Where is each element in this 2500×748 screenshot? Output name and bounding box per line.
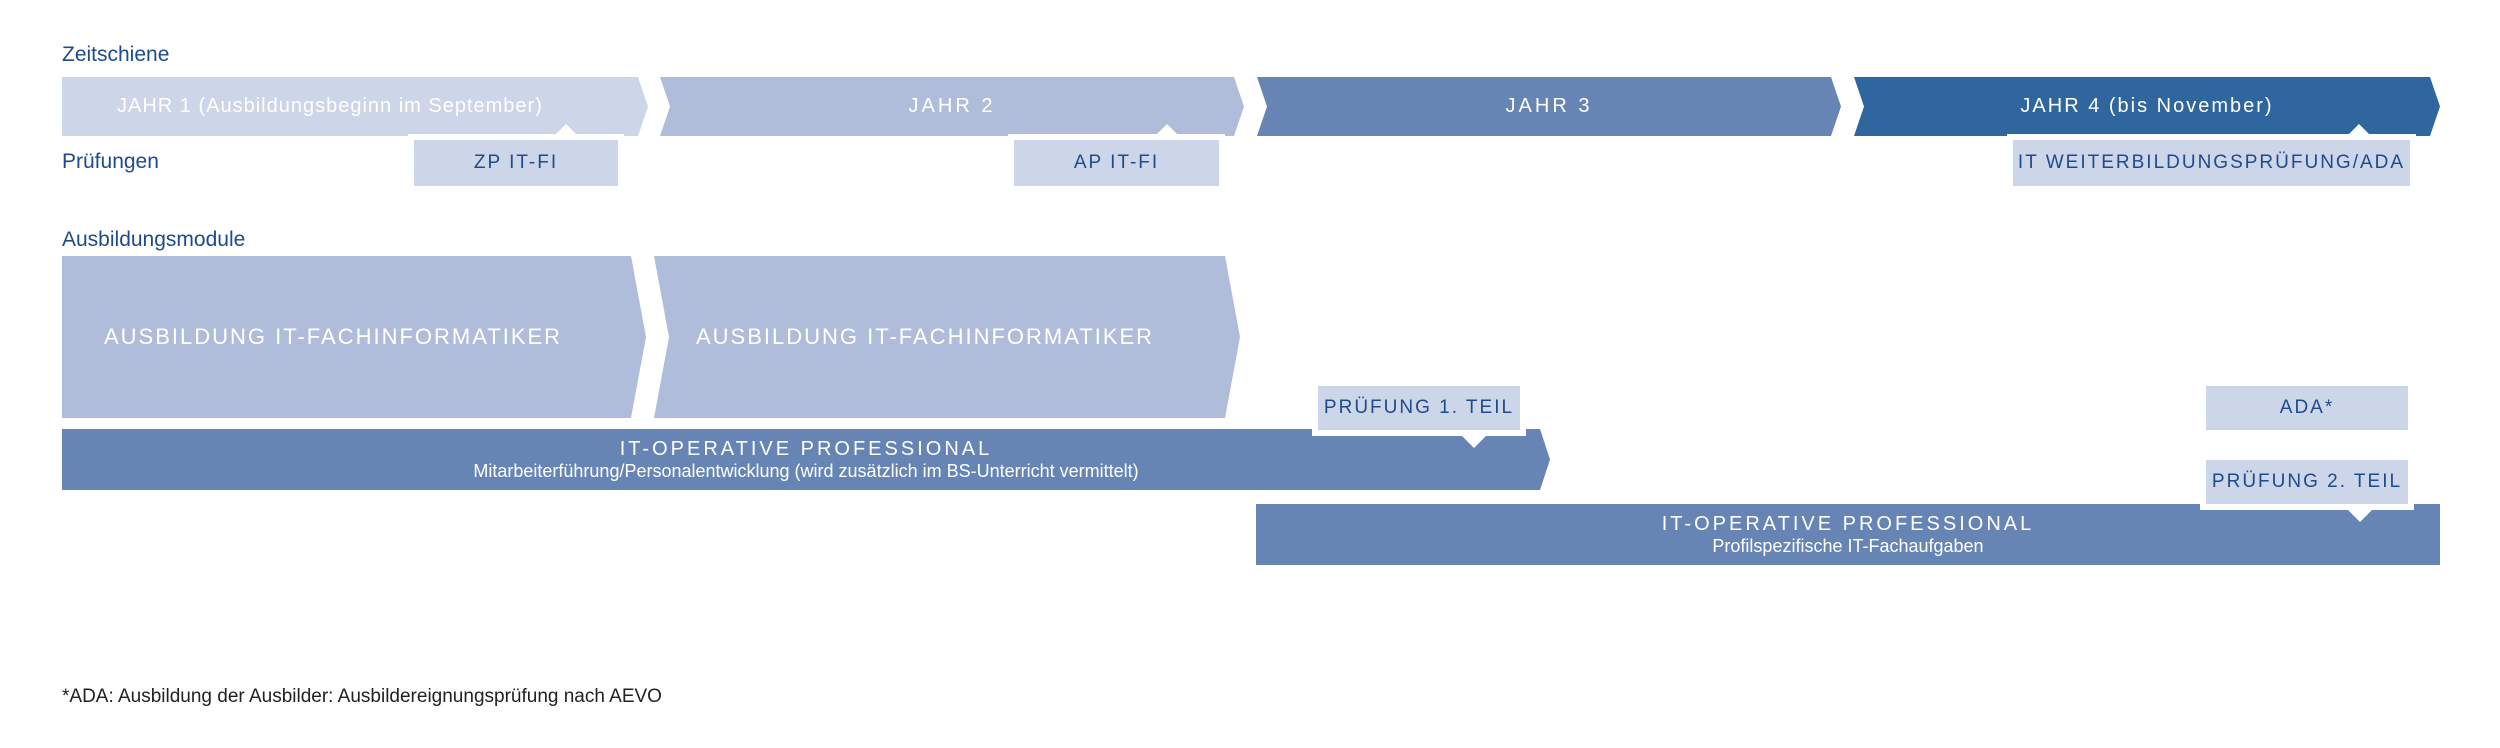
module-it-fachinformatiker-1: AUSBILDUNG IT-FACHINFORMATIKER (62, 256, 646, 418)
operative-title: IT-OPERATIVE PROFESSIONAL (619, 437, 993, 460)
milestone-label: ADA* (2279, 397, 2335, 418)
milestone-ada: ADA* (2206, 386, 2408, 430)
exam-label: ZP IT-FI (473, 152, 559, 173)
exams-label: Prüfungen (62, 150, 159, 173)
exam-pointer (554, 124, 578, 136)
exam-zp-it-fi: ZP IT-FI (414, 140, 618, 186)
module-label: AUSBILDUNG IT-FACHINFORMATIKER (104, 324, 563, 349)
modules-label: Ausbildungsmodule (62, 228, 246, 251)
milestone-pointer (2348, 510, 2372, 522)
year-1-label: JAHR 1 (Ausbildungsbeginn im September) (117, 95, 543, 117)
operative-professional-bar-2: IT-OPERATIVE PROFESSIONAL Profilspezifis… (1256, 504, 2440, 565)
operative-subtitle: Profilspezifische IT-Fachaufgaben (1712, 535, 1984, 556)
exam-label: IT WEITERBILDUNGSPRÜFUNG/ADA (2017, 152, 2406, 173)
year-4-label: JAHR 4 (bis November) (2020, 95, 2274, 117)
year-3-label: JAHR 3 (1505, 95, 1593, 117)
operative-professional-bar-1: IT-OPERATIVE PROFESSIONAL Mitarbeiterfüh… (62, 429, 1550, 490)
operative-title: IT-OPERATIVE PROFESSIONAL (1661, 512, 2035, 535)
exam-pointer (2347, 124, 2371, 136)
timeline-label: Zeitschiene (62, 43, 170, 66)
year-2-label: JAHR 2 (908, 95, 996, 117)
milestone-pruefung-teil-2: PRÜFUNG 2. TEIL (2206, 460, 2408, 504)
exam-ap-it-fi: AP IT-FI (1014, 140, 1219, 186)
exam-pointer (1155, 124, 1179, 136)
year-4-bar: JAHR 4 (bis November) (1854, 77, 2440, 136)
module-label: AUSBILDUNG IT-FACHINFORMATIKER (696, 324, 1155, 349)
milestone-label: PRÜFUNG 2. TEIL (2211, 471, 2403, 492)
operative-subtitle: Mitarbeiterführung/Personalentwicklung (… (473, 460, 1139, 481)
year-2-bar: JAHR 2 (660, 77, 1244, 136)
milestone-label: PRÜFUNG 1. TEIL (1323, 397, 1515, 418)
year-3-bar: JAHR 3 (1257, 77, 1841, 136)
year-1-bar: JAHR 1 (Ausbildungsbeginn im September) (62, 77, 648, 136)
milestone-pointer (1462, 436, 1486, 448)
exam-weiterbildung-ada: IT WEITERBILDUNGSPRÜFUNG/ADA (2013, 140, 2410, 186)
exam-label: AP IT-FI (1073, 152, 1160, 173)
module-it-fachinformatiker-2: AUSBILDUNG IT-FACHINFORMATIKER (654, 256, 1240, 418)
footnote: *ADA: Ausbildung der Ausbilder: Ausbilde… (62, 686, 662, 707)
milestone-pruefung-teil-1: PRÜFUNG 1. TEIL (1318, 386, 1520, 430)
